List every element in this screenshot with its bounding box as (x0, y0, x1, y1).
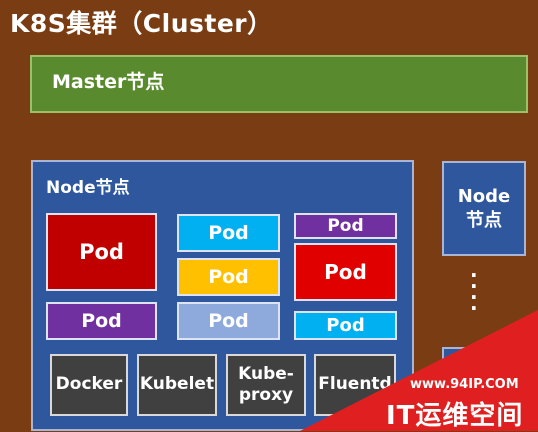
pod-purple-left: Pod (46, 302, 157, 340)
node-side-line2: 节点 (466, 209, 502, 231)
component-kubelet: Kubelet (137, 354, 217, 416)
pod-cyan-right: Pod (294, 311, 397, 340)
pod-lightblue-mid: Pod (177, 302, 280, 340)
component-kube-proxy: Kube-proxy (226, 354, 306, 416)
watermark-url: www.94IP.COM (410, 377, 519, 392)
watermark-name: IT运维空间 (386, 401, 524, 431)
node-side: Node 节点 (442, 161, 526, 256)
kube-proxy-label: Kube-proxy (238, 363, 294, 405)
ellipsis-dots: ···· (470, 263, 478, 320)
component-docker: Docker (50, 354, 128, 416)
node-side-line1: Node (457, 186, 511, 208)
master-node: Master节点 (30, 55, 528, 113)
pod-cyan-mid: Pod (177, 214, 280, 252)
pod-red-right: Pod (294, 243, 397, 301)
pod-yellow-mid: Pod (177, 258, 280, 296)
node-main-label: Node节点 (46, 178, 130, 198)
pod-big-red: Pod (46, 213, 157, 291)
watermark-banner (300, 310, 538, 431)
pod-purple-right: Pod (294, 213, 397, 239)
master-node-label: Master节点 (52, 71, 165, 93)
cluster-title: K8S集群（Cluster） (10, 9, 273, 38)
